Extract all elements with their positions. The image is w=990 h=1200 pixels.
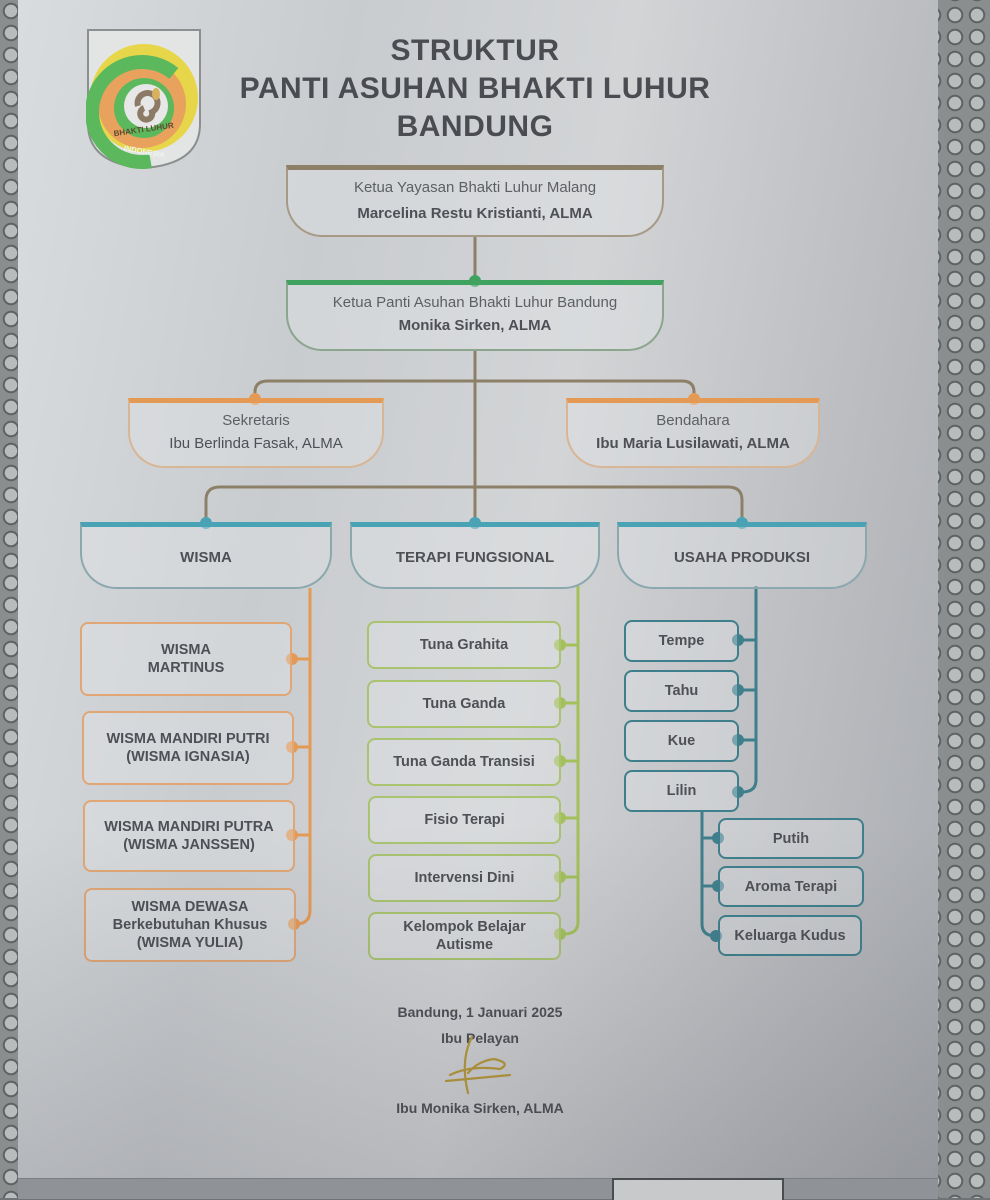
connector-lilin [700, 810, 717, 938]
item-line: Aroma Terapi [744, 878, 838, 895]
item-line: Tuna Ganda Transisi [393, 754, 535, 770]
item-line: WISMA DEWASA [131, 899, 249, 915]
usaha-item: Kue [624, 720, 739, 762]
connector-staff [253, 379, 696, 399]
terapi-item: Fisio Terapi [368, 796, 561, 844]
poster-title-line-2: PANTI ASUHAN BHAKTI LUHUR [239, 72, 711, 105]
connector-wisma [295, 588, 312, 926]
wisma-item: WISMA DEWASA Berkebutuhan Khusus (WISMA YU… [84, 888, 296, 962]
item-line: (WISMA JANSSEN) [123, 837, 255, 853]
person-name: Marcelina Restu Kristianti, ALMA [357, 205, 593, 222]
lilin-subitem: Putih [718, 818, 864, 859]
wisma-item: WISMA MANDIRI PUTRI (WISMA IGNASIA) [82, 711, 294, 785]
connector-terapi [563, 586, 580, 936]
footer-signer: Ibu Monika Sirken, ALMA [396, 1100, 564, 1116]
dept-usaha-produksi: USAHA PRODUKSI [617, 522, 867, 589]
poster-title-line-3: BANDUNG [396, 110, 554, 143]
item-line: Tempe [658, 633, 705, 649]
dept-wisma: WISMA [80, 522, 332, 589]
connector-departments [204, 485, 744, 523]
item-line: Intervensi Dini [414, 870, 515, 886]
role-label: Bendahara [656, 412, 730, 429]
perforated-wall-right [938, 0, 990, 1198]
wisma-item: WISMA MARTINUS [80, 622, 292, 696]
role-label: Sekretaris [222, 412, 290, 429]
item-line: Tuna Grahita [419, 637, 509, 653]
node-dot [286, 829, 298, 841]
terapi-item: Intervensi Dini [368, 854, 561, 902]
role-label: Ketua Panti Asuhan Bhakti Luhur Bandung [332, 294, 618, 311]
item-line: WISMA [161, 642, 211, 658]
box-ketua-panti: Ketua Panti Asuhan Bhakti Luhur Bandung … [286, 280, 664, 351]
lilin-subitem: Keluarga Kudus [718, 915, 862, 956]
item-line: Tahu [664, 683, 699, 699]
connector-usaha [741, 586, 758, 794]
wall-bottom-strip [18, 1178, 938, 1199]
person-name: Ibu Berlinda Fasak, ALMA [169, 435, 343, 452]
wisma-item: WISMA MANDIRI PUTRA (WISMA JANSSEN) [83, 800, 295, 872]
box-sekretaris: Sekretaris Ibu Berlinda Fasak, ALMA [128, 398, 384, 468]
perforated-wall-left [0, 0, 22, 1198]
role-label: Ketua Yayasan Bhakti Luhur Malang [353, 179, 597, 196]
dept-label: TERAPI FUNGSIONAL [395, 548, 555, 566]
dept-label: WISMA [180, 548, 232, 566]
poster-title-line-1: STRUKTUR [390, 34, 560, 67]
item-line: Putih [772, 830, 810, 847]
item-line: Tuna Ganda [422, 696, 506, 712]
item-line: (WISMA YULIA) [136, 935, 244, 951]
terapi-item: Tuna Grahita [367, 621, 561, 669]
terapi-item: Tuna Ganda Transisi [367, 738, 561, 786]
signature [444, 1035, 512, 1095]
person-name: Ibu Maria Lusilawati, ALMA [596, 435, 790, 452]
poster-background [18, 0, 938, 1178]
item-line: Autisme [435, 937, 494, 953]
item-line: Berkebutuhan Khusus [112, 917, 268, 933]
footer-place-date: Bandung, 1 Januari 2025 [397, 1004, 563, 1020]
node-dot [286, 653, 298, 665]
item-line: WISMA MANDIRI PUTRI [106, 731, 270, 747]
dept-terapi-fungsional: TERAPI FUNGSIONAL [350, 522, 600, 589]
item-line: WISMA MANDIRI PUTRA [104, 819, 274, 835]
item-line: Kue [667, 733, 696, 749]
usaha-item: Tempe [624, 620, 739, 662]
lilin-subitem: Aroma Terapi [718, 866, 864, 907]
item-line: Kelompok Belajar [403, 919, 526, 935]
wall-window [612, 1178, 784, 1200]
bhakti-luhur-logo: BHAKTI LUHUR INDONESIA [86, 29, 201, 170]
usaha-item: Lilin [624, 770, 739, 812]
item-line: Keluarga Kudus [734, 927, 846, 944]
person-name: Monika Sirken, ALMA [398, 317, 552, 334]
usaha-item: Tahu [624, 670, 739, 712]
item-line: (WISMA IGNASIA) [126, 749, 250, 765]
item-line: Fisio Terapi [424, 812, 505, 828]
footer-title: Ibu Pelayan [441, 1030, 519, 1046]
terapi-item: Tuna Ganda [367, 680, 561, 728]
item-line: Lilin [666, 783, 697, 799]
item-line: MARTINUS [147, 660, 225, 676]
box-ketua-yayasan: Ketua Yayasan Bhakti Luhur Malang Marcel… [286, 165, 664, 237]
box-bendahara: Bendahara Ibu Maria Lusilawati, ALMA [566, 398, 820, 468]
dept-label: USAHA PRODUKSI [673, 548, 811, 566]
